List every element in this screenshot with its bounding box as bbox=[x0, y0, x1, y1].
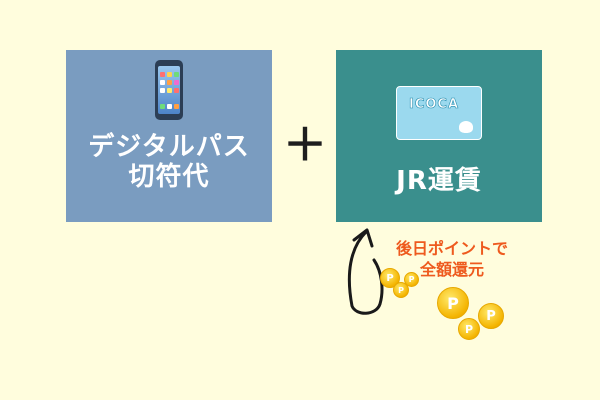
point-coin-icon: P bbox=[393, 282, 409, 298]
cashback-line1: 後日ポイントで bbox=[396, 239, 509, 258]
ic-card-icon: ICOCA bbox=[396, 86, 482, 140]
point-coin-icon: P bbox=[437, 287, 469, 319]
return-arrow-icon bbox=[347, 228, 384, 315]
point-coin-icon: P bbox=[478, 303, 504, 329]
card-logo-text: ICOCA bbox=[409, 97, 460, 113]
digital-pass-label-line2: 切符代 bbox=[128, 162, 210, 192]
plus-sign: ＋ bbox=[283, 120, 327, 171]
smartphone-icon bbox=[155, 60, 183, 120]
cashback-line2: 全額還元 bbox=[420, 260, 485, 279]
mascot-icon bbox=[459, 121, 473, 133]
digital-pass-label-line1: デジタルパス bbox=[88, 132, 250, 162]
cashback-text: 後日ポイントで 全額還元 bbox=[396, 238, 508, 280]
digital-pass-label: デジタルパス 切符代 bbox=[88, 132, 249, 192]
digital-pass-box: デジタルパス 切符代 bbox=[66, 50, 272, 222]
point-coin-icon: P bbox=[404, 272, 419, 287]
jr-fare-box: ICOCA JR運賃 bbox=[336, 50, 542, 222]
point-coin-icon: P bbox=[458, 318, 480, 340]
jr-fare-label: JR運賃 bbox=[396, 166, 482, 196]
